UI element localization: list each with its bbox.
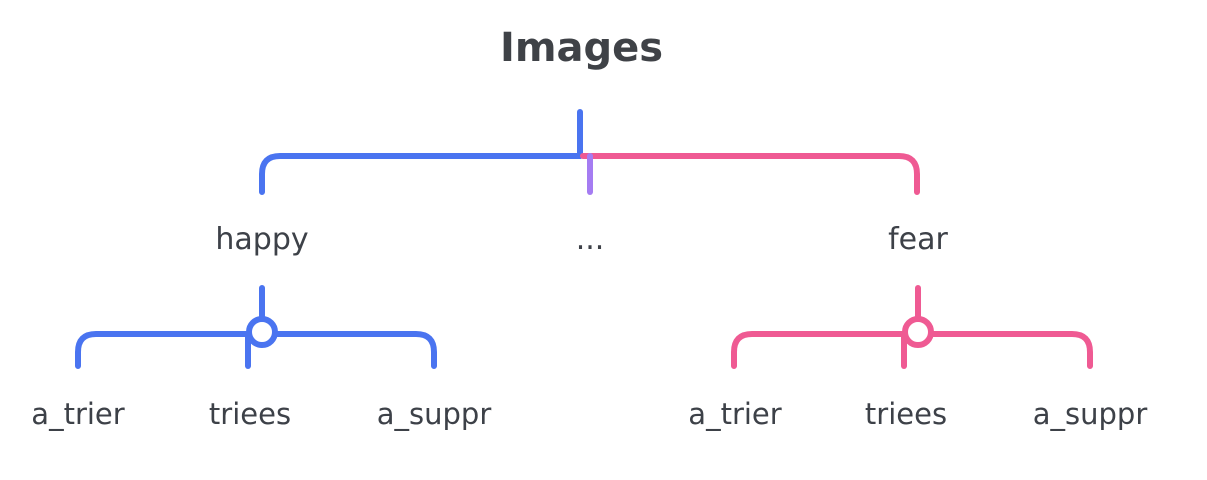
root-to-fear-connector (580, 153, 920, 195)
leaf-label-fear-a-trier: a_trier (688, 397, 782, 431)
leaf-label-fear-triees: triees (864, 397, 948, 431)
fear-junction-node (902, 316, 934, 348)
category-label-happy: happy (215, 222, 309, 257)
category-label-ellipsis: ... (575, 222, 605, 257)
diagram-title: Images (499, 25, 664, 71)
category-label-fear: fear (888, 222, 948, 257)
happy-junction-node (246, 316, 278, 348)
root-to-happy-connector (259, 153, 583, 195)
leaf-label-happy-triees: triees (208, 397, 292, 431)
leaf-label-happy-a-suppr: a_suppr (376, 397, 492, 431)
leaf-label-fear-a-suppr: a_suppr (1032, 397, 1148, 431)
leaf-label-happy-a-trier: a_trier (31, 397, 125, 431)
